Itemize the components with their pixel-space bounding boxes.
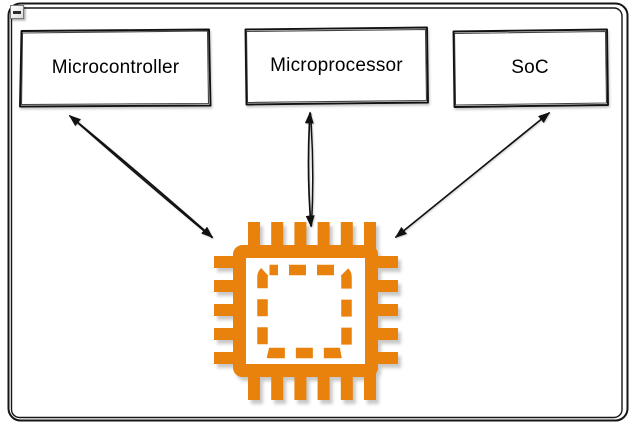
- node-soc: [452, 28, 609, 108]
- microchip-icon: [214, 222, 398, 400]
- minus-icon: [13, 10, 21, 14]
- edge-microcontroller-chip: [68, 115, 214, 239]
- node-microcontroller: [19, 28, 212, 108]
- edges-layer: [68, 111, 551, 239]
- edge-microprocessor-chip: [304, 111, 315, 228]
- window-frame: [7, 2, 629, 422]
- node-microprocessor: [244, 26, 429, 106]
- edge-soc-chip: [394, 112, 551, 238]
- nodes-layer: [19, 26, 609, 108]
- collapse-button[interactable]: [10, 5, 24, 19]
